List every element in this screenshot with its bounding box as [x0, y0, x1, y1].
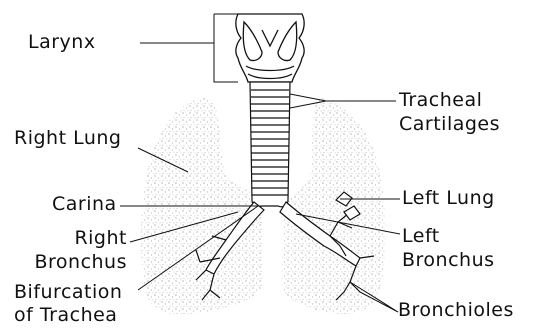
label-larynx: Larynx — [28, 32, 96, 53]
label-left-bronchus-line1: Left — [402, 226, 440, 247]
label-carina: Carina — [52, 194, 117, 215]
trachea-shape — [250, 82, 290, 207]
left-lung-shape — [282, 98, 386, 314]
label-right-bronchus-line2: Bronchus — [34, 252, 127, 273]
label-tracheal-cartilages-line2: Cartilages — [399, 114, 500, 135]
label-bifurcation-line1: Bifurcation — [14, 282, 122, 303]
larynx-shape — [236, 14, 304, 82]
label-right-bronchus-line1: Right — [74, 228, 127, 249]
label-left-bronchus-line2: Bronchus — [402, 250, 495, 271]
label-bifurcation-line2: of Trachea — [14, 305, 117, 326]
label-tracheal-cartilages-line1: Tracheal — [399, 90, 482, 111]
label-bronchioles: Bronchioles — [398, 300, 514, 321]
label-left-lung: Left Lung — [402, 188, 495, 209]
label-right-lung: Right Lung — [14, 128, 121, 149]
